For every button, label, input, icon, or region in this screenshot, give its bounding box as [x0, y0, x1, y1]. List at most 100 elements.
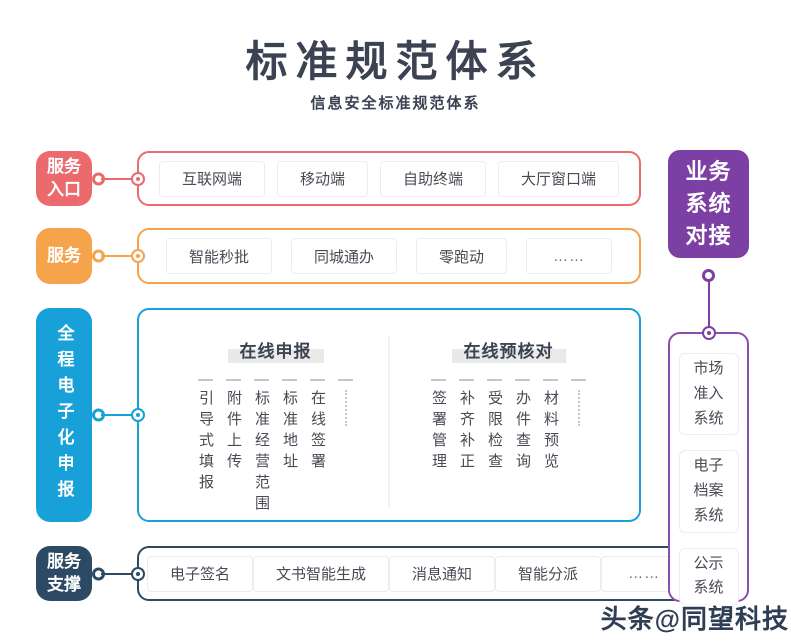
biz-system-box: 业务系统对接: [668, 150, 749, 258]
column-dash-icon: [459, 379, 474, 381]
connector-line-vertical: [707, 281, 710, 332]
service-entry-label-text: 服务入口: [47, 156, 81, 199]
column-dash-icon: [198, 379, 213, 381]
support-label: 服务支撑: [36, 546, 92, 601]
support-item: 电子签名: [147, 555, 254, 592]
efiling-panel: 在线申报 引导式填报 附件上传 标准经营范围: [139, 310, 639, 520]
support-item: 消息通知: [389, 555, 496, 592]
connector-bullseye-icon: [131, 408, 145, 422]
feature-column-text: 标准经营范围: [253, 390, 270, 516]
service-entry-label: 服务入口: [36, 151, 92, 206]
efiling-container: 在线申报 引导式填报 附件上传 标准经营范围: [131, 308, 641, 522]
connector-efiling: [92, 308, 137, 522]
connector-ring-icon: [702, 269, 715, 282]
feature-column-text: 补齐补正: [458, 390, 475, 474]
group-columns: 签署管理 补齐补正 受限检查 办件查询: [430, 379, 586, 474]
support-item: 智能分派: [495, 555, 602, 592]
feature-column: 标准经营范围: [253, 379, 270, 516]
service-item: 智能秒批: [165, 238, 272, 274]
feature-column: 办件查询: [514, 379, 531, 474]
connector-line: [101, 414, 137, 416]
system-item-text: 市场准入系统: [693, 360, 724, 427]
feature-column-text: 引导式填报: [197, 390, 214, 495]
service-entry-items: 互联网端 移动端 自助终端 大厅窗口端: [139, 160, 639, 197]
panel-divider: [388, 337, 390, 507]
feature-column: 补齐补正: [458, 379, 475, 474]
feature-column: 材料预览: [542, 379, 559, 474]
page-title: 标准规范体系: [245, 38, 546, 85]
feature-column: 引导式填报: [197, 379, 214, 495]
efiling-label: 全程电子化申报: [36, 308, 92, 522]
connector-line: [101, 572, 137, 575]
feature-column-text: 签署管理: [430, 390, 447, 474]
column-dash-icon: [226, 379, 241, 381]
group-heading: 在线申报: [227, 336, 324, 363]
feature-column-more: [571, 379, 586, 426]
connector-line: [101, 177, 137, 180]
group-online-filing: 在线申报 引导式填报 附件上传 标准经营范围: [151, 310, 400, 516]
entry-item: 自助终端: [379, 160, 486, 197]
service-item: 零跑动: [415, 238, 507, 274]
connector-support: [92, 546, 137, 601]
column-dash-icon: [571, 379, 586, 381]
feature-column: 附件上传: [225, 379, 242, 474]
system-item-text: 电子档案系统: [693, 457, 724, 524]
feature-column-text: 受限检查: [486, 390, 503, 474]
feature-column: 在线签署: [309, 379, 326, 474]
service-label: 服务: [36, 228, 92, 284]
service-label-text: 服务: [47, 245, 81, 265]
connector-line: [101, 255, 137, 257]
column-dash-icon: [431, 379, 446, 381]
service-item-ellipsis: ……: [525, 238, 612, 274]
feature-column-text: 标准地址: [281, 390, 298, 474]
support-container: 电子签名 文书智能生成 消息通知 智能分派 ……: [131, 546, 698, 601]
entry-item: 移动端: [276, 160, 368, 197]
connector-bullseye-icon: [131, 171, 145, 186]
watermark: 头条@同望科技: [600, 604, 789, 634]
service-container: 智能秒批 同城通办 零跑动 ……: [131, 228, 641, 284]
efiling-label-text: 全程电子化申报: [54, 324, 74, 506]
feature-column-more: [338, 379, 353, 426]
service-items: 智能秒批 同城通办 零跑动 ……: [139, 238, 639, 274]
support-item: 文书智能生成: [253, 555, 390, 592]
row-service-support: 服务支撑 电子签名 文书智能生成 消息通知 智能分派 ……: [36, 546, 698, 601]
page-subtitle: 信息安全标准规范体系: [310, 95, 481, 112]
biz-systems-panel: 市场准入系统 电子档案系统 公示系统: [668, 326, 749, 605]
connector-bullseye-icon: [131, 249, 145, 263]
entry-item: 大厅窗口端: [497, 160, 619, 197]
feature-column: 标准地址: [281, 379, 298, 474]
feature-column: 受限检查: [486, 379, 503, 474]
entry-item: 互联网端: [158, 160, 265, 197]
column-dash-icon: [543, 379, 558, 381]
system-item: 电子档案系统: [678, 450, 739, 533]
column-dash-icon: [282, 379, 297, 381]
biz-system-label: 业务系统对接: [685, 159, 732, 248]
feature-column: 签署管理: [430, 379, 447, 474]
connector-bullseye-icon: [701, 326, 716, 340]
feature-column-text: 在线签署: [309, 390, 326, 474]
row-service-entry: 服务入口 互联网端 移动端 自助终端 大厅窗口端: [36, 151, 641, 206]
vertical-ellipsis-icon: [577, 390, 580, 426]
feature-column-text: 办件查询: [514, 390, 531, 474]
feature-column-text: 材料预览: [542, 390, 559, 474]
column-dash-icon: [515, 379, 530, 381]
support-items: 电子签名 文书智能生成 消息通知 智能分派 ……: [139, 555, 695, 592]
service-entry-container: 互联网端 移动端 自助终端 大厅窗口端: [131, 151, 641, 206]
column-dash-icon: [487, 379, 502, 381]
column-dash-icon: [338, 379, 353, 381]
system-item: 市场准入系统: [678, 353, 739, 436]
service-item: 同城通办: [290, 238, 397, 274]
vertical-ellipsis-icon: [344, 390, 347, 426]
feature-column-text: 附件上传: [225, 390, 242, 474]
system-item: 公示系统: [678, 547, 739, 605]
group-columns: 引导式填报 附件上传 标准经营范围 标准地址: [197, 379, 353, 516]
connector-service: [92, 228, 137, 284]
row-service: 服务 智能秒批 同城通办 零跑动 ……: [36, 228, 641, 284]
system-item-text: 公示系统: [693, 554, 724, 597]
support-label-text: 服务支撑: [47, 551, 81, 594]
group-online-precheck: 在线预核对 签署管理 补齐补正 受限检查: [384, 310, 633, 474]
group-heading: 在线预核对: [451, 336, 566, 363]
connector-bullseye-icon: [131, 566, 145, 581]
row-efiling: 全程电子化申报 在线申报 引导式填报 附件上传: [36, 308, 641, 522]
